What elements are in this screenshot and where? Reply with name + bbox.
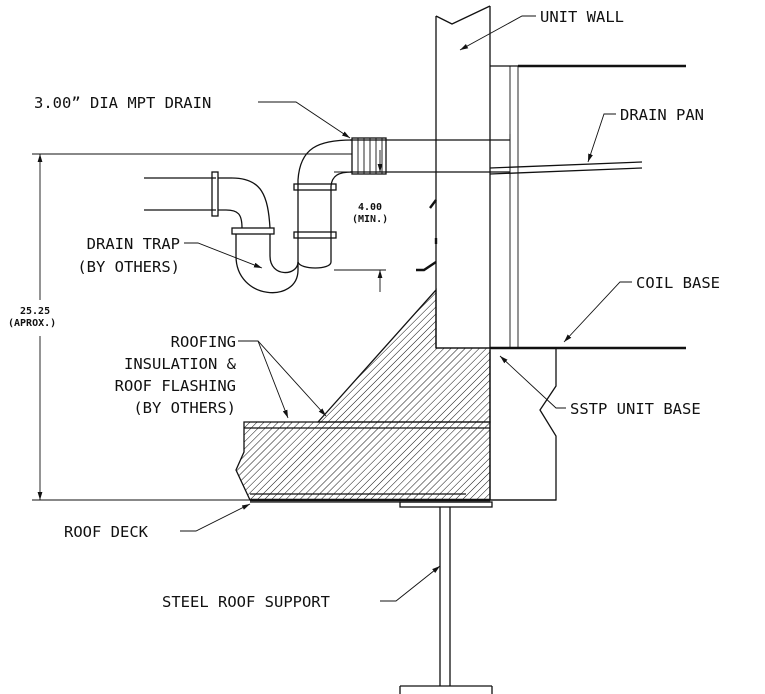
label-coil-base: COIL BASE <box>636 274 720 292</box>
trap-dimension <box>334 150 386 292</box>
label-roofing-note: (BY OTHERS) <box>133 399 236 417</box>
sstp-unit-base <box>489 347 557 501</box>
trap-dimension-note: (MIN.) <box>352 214 388 225</box>
label-roofing: ROOFING <box>171 333 236 351</box>
drain-trap <box>144 139 353 294</box>
wall-brackets <box>416 199 438 272</box>
drain-pipe <box>350 134 511 178</box>
label-sstp-unit-base: SSTP UNIT BASE <box>570 400 701 418</box>
roofing-insulation <box>235 288 491 501</box>
label-steel-roof-support: STEEL ROOF SUPPORT <box>162 593 330 611</box>
overall-dimension-value: 25.25 <box>20 306 50 317</box>
label-drain-pan: DRAIN PAN <box>620 106 704 124</box>
unit-wall <box>435 5 686 349</box>
steel-roof-support <box>399 501 493 694</box>
leaders <box>180 15 632 602</box>
label-insulation: INSULATION & <box>124 355 237 373</box>
label-mpt-drain: 3.00” DIA MPT DRAIN <box>34 94 211 112</box>
label-roof-flashing: ROOF FLASHING <box>115 377 236 395</box>
drain-pan <box>489 161 643 175</box>
overall-dimension <box>32 153 352 501</box>
overall-dimension-note: (APROX.) <box>8 318 56 329</box>
label-roof-deck: ROOF DECK <box>64 523 149 541</box>
label-drain-trap: DRAIN TRAP <box>87 235 180 253</box>
label-unit-wall: UNIT WALL <box>540 8 624 26</box>
label-drain-trap-note: (BY OTHERS) <box>77 258 180 276</box>
trap-dimension-value: 4.00 <box>358 202 382 213</box>
